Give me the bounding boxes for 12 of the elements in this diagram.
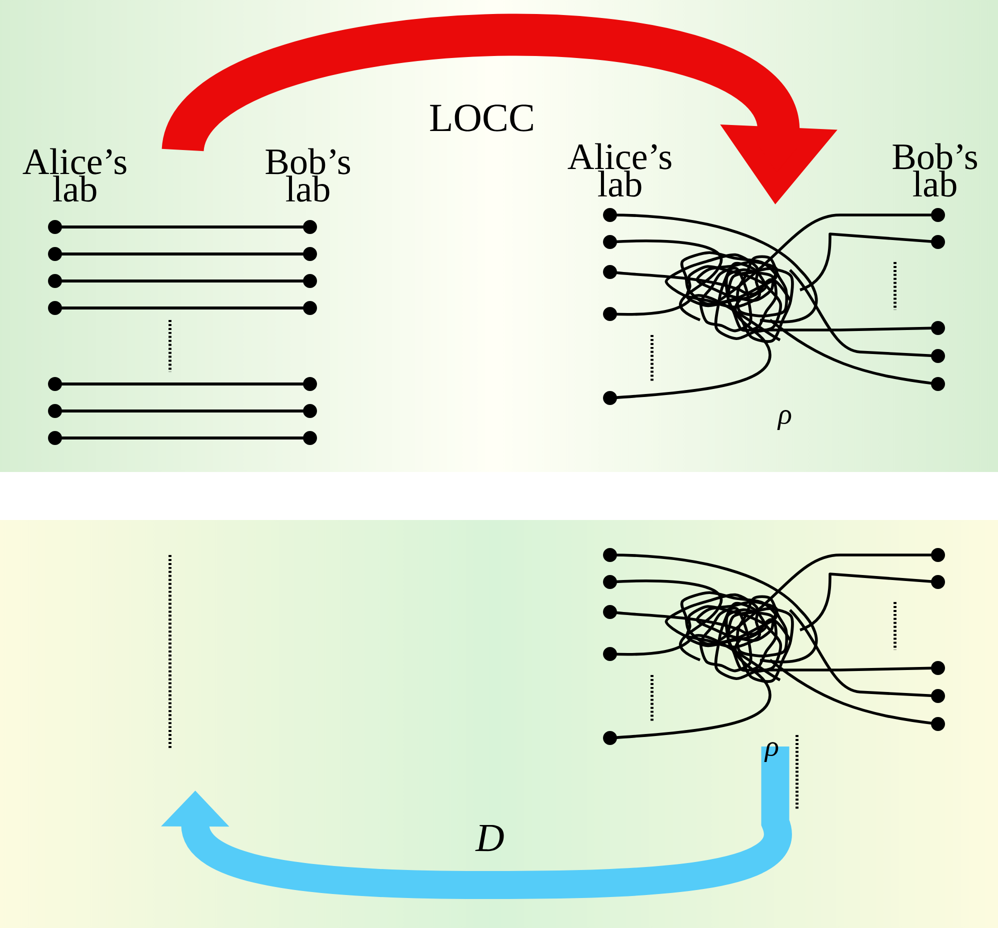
dotted-line — [168, 555, 172, 750]
entangled-pairs-drawing — [48, 220, 317, 445]
state-label: ρ — [777, 410, 792, 430]
lab-label: Bob’s lab — [266, 148, 350, 202]
arrow — [161, 746, 792, 900]
lab-label: Alice’s lab — [22, 148, 126, 202]
state-label: ρ — [764, 742, 778, 762]
lab-label: Alice’s lab — [568, 143, 672, 197]
entangled-state-drawing — [603, 208, 945, 405]
edge-label: LOCC — [430, 104, 533, 132]
lab-label: Bob’s lab — [892, 143, 977, 197]
edge-label: D — [475, 824, 504, 852]
